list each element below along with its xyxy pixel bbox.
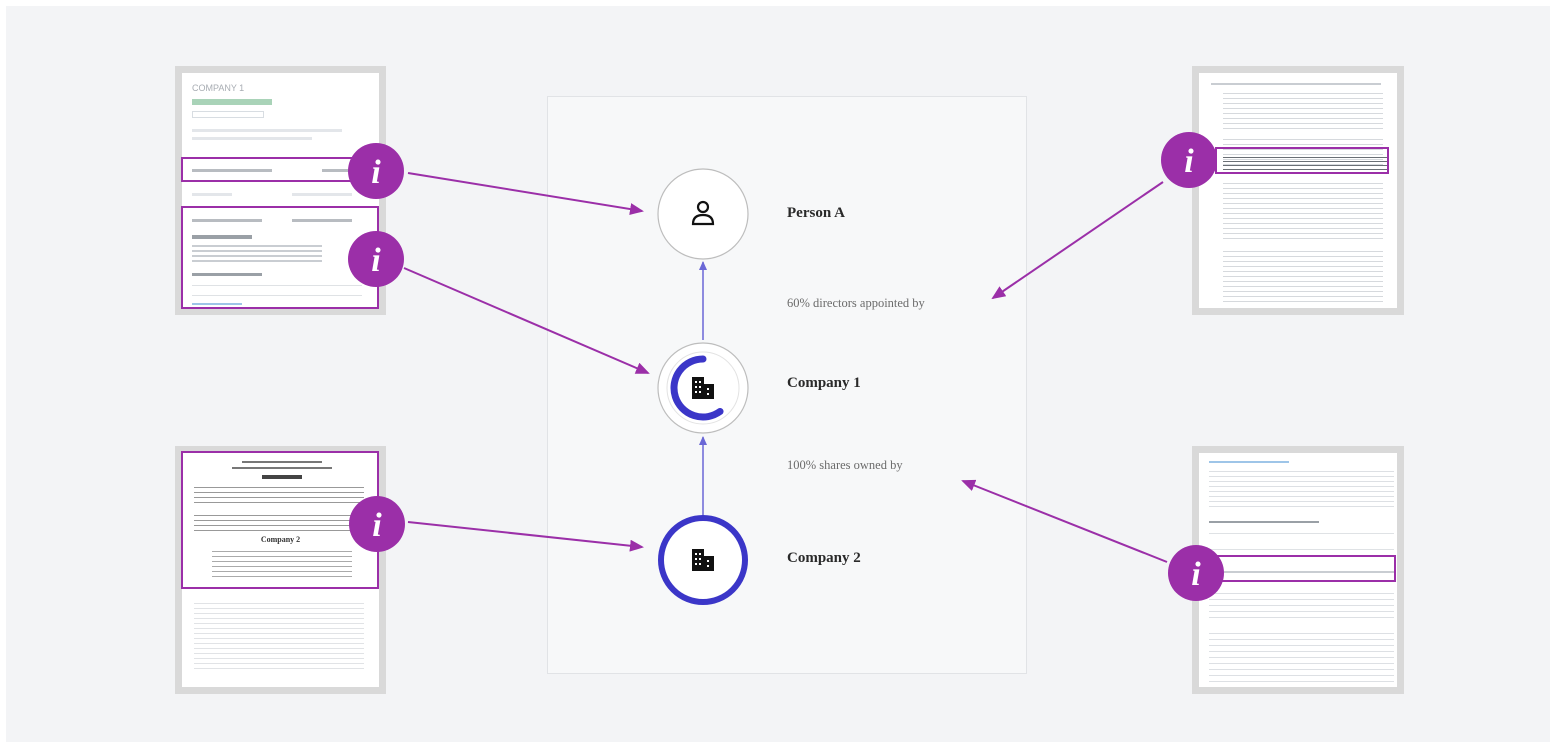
svg-text:i: i bbox=[371, 242, 381, 279]
node-label-person-a: Person A bbox=[787, 205, 845, 221]
doc-thumbnail-articles bbox=[1192, 66, 1404, 315]
ownership-diagram-panel bbox=[547, 96, 1027, 674]
node-company-1[interactable] bbox=[657, 342, 749, 434]
highlight-shareholding-row bbox=[1202, 555, 1396, 582]
highlight-certificate bbox=[181, 451, 379, 589]
svg-text:i: i bbox=[372, 507, 382, 544]
source-arrow-to-company-2 bbox=[407, 521, 644, 552]
node-person-a[interactable] bbox=[657, 168, 749, 260]
source-arrow-to-company-1 bbox=[403, 267, 650, 374]
building-icon bbox=[692, 377, 714, 399]
info-icon[interactable]: i bbox=[1161, 132, 1217, 188]
node-company-2[interactable] bbox=[658, 515, 748, 605]
doc-thumbnail-company-registry: COMPANY 1 bbox=[175, 66, 386, 315]
doc-thumbnail-annual-return bbox=[1192, 446, 1404, 694]
edge-label-directors: 60% directors appointed by bbox=[787, 296, 925, 310]
company-1-progress-ring bbox=[670, 355, 724, 421]
doc-title: COMPANY 1 bbox=[192, 83, 245, 93]
svg-text:i: i bbox=[1191, 556, 1201, 593]
building-icon bbox=[692, 549, 714, 571]
info-icon[interactable]: i bbox=[349, 496, 405, 552]
svg-text:i: i bbox=[371, 154, 381, 191]
source-arrow-to-shares-label bbox=[961, 479, 1168, 563]
doc-company-name: Company 2 bbox=[260, 535, 301, 544]
doc-thumbnail-share-certificate: Company 2 bbox=[175, 446, 386, 694]
svg-text:i: i bbox=[1184, 143, 1194, 180]
info-icon[interactable]: i bbox=[1168, 545, 1224, 601]
edge-label-shares: 100% shares owned by bbox=[787, 458, 903, 472]
person-icon bbox=[691, 200, 715, 226]
info-icon[interactable]: i bbox=[348, 231, 404, 287]
info-icon[interactable]: i bbox=[348, 143, 404, 199]
node-label-company-1: Company 1 bbox=[787, 375, 861, 391]
source-arrow-to-person bbox=[407, 172, 644, 215]
node-label-company-2: Company 2 bbox=[787, 550, 861, 566]
company-2-progress-ring bbox=[658, 515, 748, 605]
highlight-articles-clause bbox=[1215, 147, 1389, 174]
source-arrow-to-directors-label bbox=[991, 181, 1164, 300]
